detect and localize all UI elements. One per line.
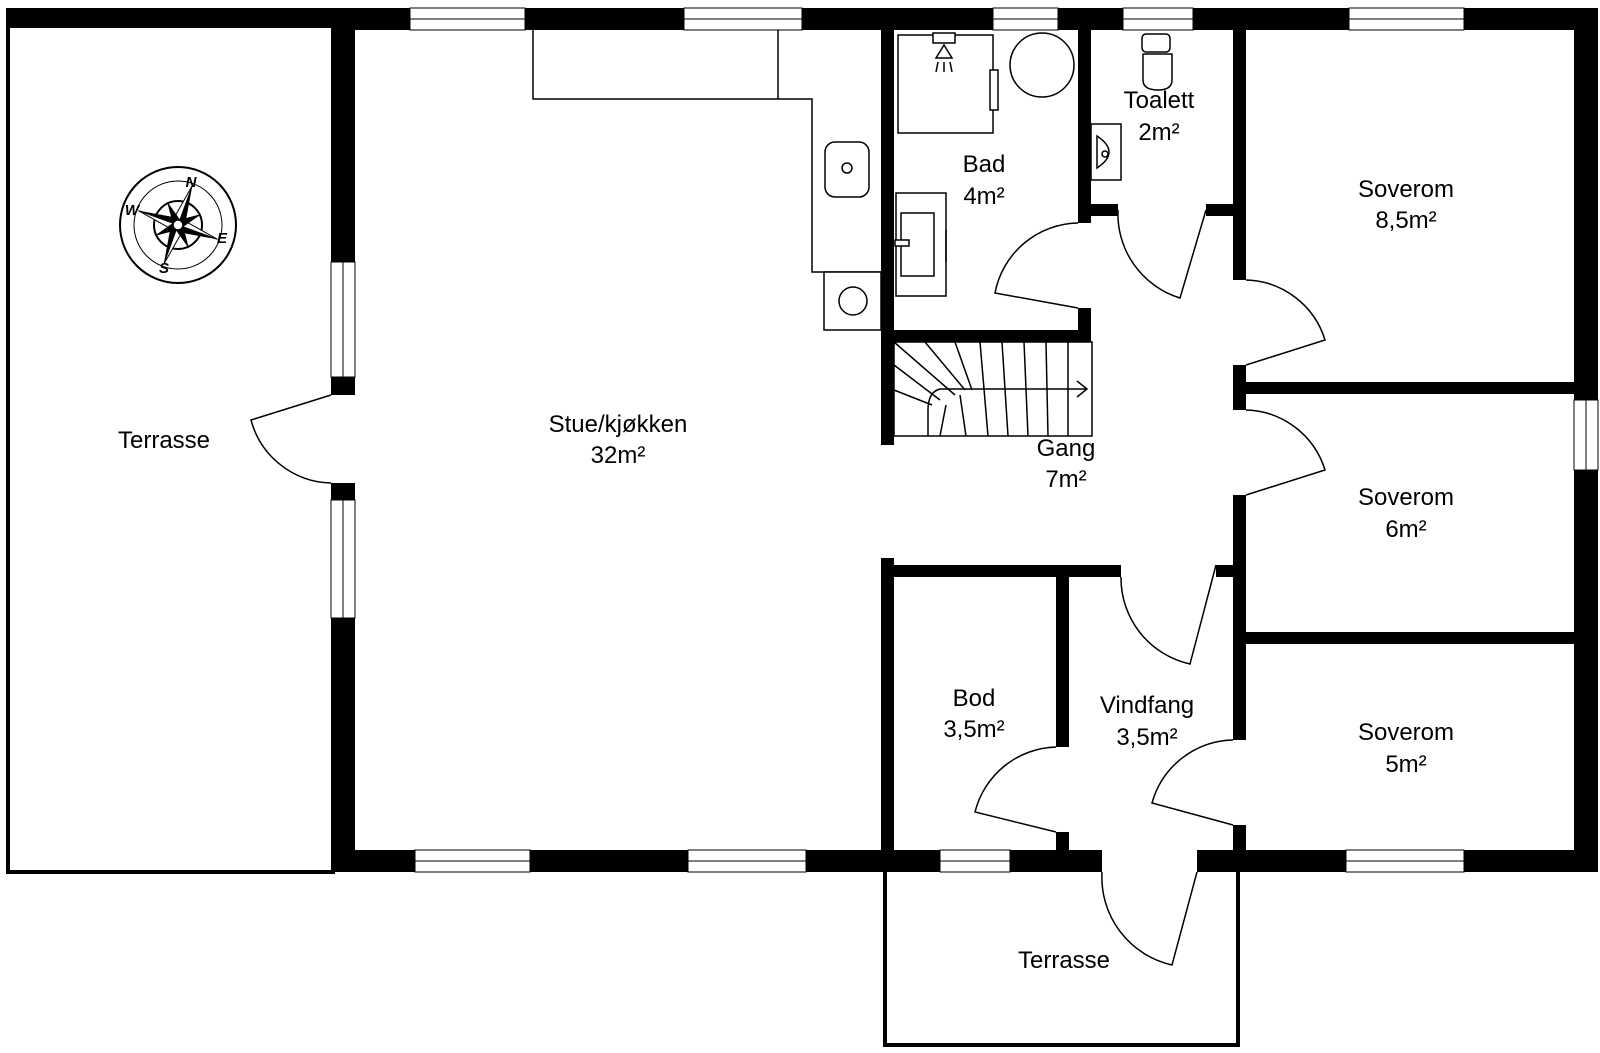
- room-area-bod: 3,5m²: [943, 716, 1004, 743]
- room-area-vindfang: 3,5m²: [1116, 724, 1177, 751]
- compass-west-label: W: [125, 202, 141, 219]
- interior-walls: [881, 30, 1578, 850]
- room-area-soverom-1: 8,5m²: [1375, 207, 1436, 234]
- compass-east-label: E: [217, 230, 228, 247]
- room-area-soverom-2: 6m²: [1385, 516, 1426, 543]
- windows: [330, 7, 1599, 873]
- sink-icon: [824, 141, 870, 198]
- room-name-bad: Bad: [963, 151, 1006, 178]
- room-name-gang: Gang: [1037, 435, 1096, 462]
- compass-north-label: N: [186, 174, 198, 191]
- room-name-soverom-2: Soverom: [1358, 484, 1454, 511]
- room-area-stue-kjokken: 32m²: [591, 442, 646, 469]
- compass-rose-icon: N E S W: [119, 166, 237, 284]
- terrace-west: [6, 8, 335, 874]
- room-area-gang: 7m²: [1045, 466, 1086, 493]
- shower-icon: [897, 32, 999, 134]
- room-area-bad: 4m²: [963, 183, 1004, 210]
- room-name-soverom-3: Soverom: [1358, 719, 1454, 746]
- room-labels: Terrasse Stue/kjøkken 32m² Bad 4m² Toale…: [118, 87, 1454, 974]
- room-name-soverom-1: Soverom: [1358, 176, 1454, 203]
- room-name-stue-kjokken: Stue/kjøkken: [549, 411, 688, 438]
- terrace-south: [883, 872, 1240, 1047]
- room-area-soverom-3: 5m²: [1385, 751, 1426, 778]
- staircase: [893, 341, 1093, 437]
- room-name-bod: Bod: [953, 685, 996, 712]
- doors: [250, 209, 1326, 966]
- room-name-terrasse-south: Terrasse: [1018, 947, 1110, 974]
- room-name-toalett: Toalett: [1124, 87, 1195, 114]
- stove-icon: [838, 286, 868, 316]
- toilet-icon: [1141, 33, 1173, 91]
- room-name-terrasse-west: Terrasse: [118, 427, 210, 454]
- compass-south-label: S: [159, 260, 169, 277]
- room-area-toalett: 2m²: [1138, 119, 1179, 146]
- room-name-vindfang: Vindfang: [1100, 692, 1194, 719]
- round-fixture-icon: [1009, 32, 1075, 98]
- sink-icon: [894, 192, 947, 297]
- sink-icon: [1090, 123, 1122, 181]
